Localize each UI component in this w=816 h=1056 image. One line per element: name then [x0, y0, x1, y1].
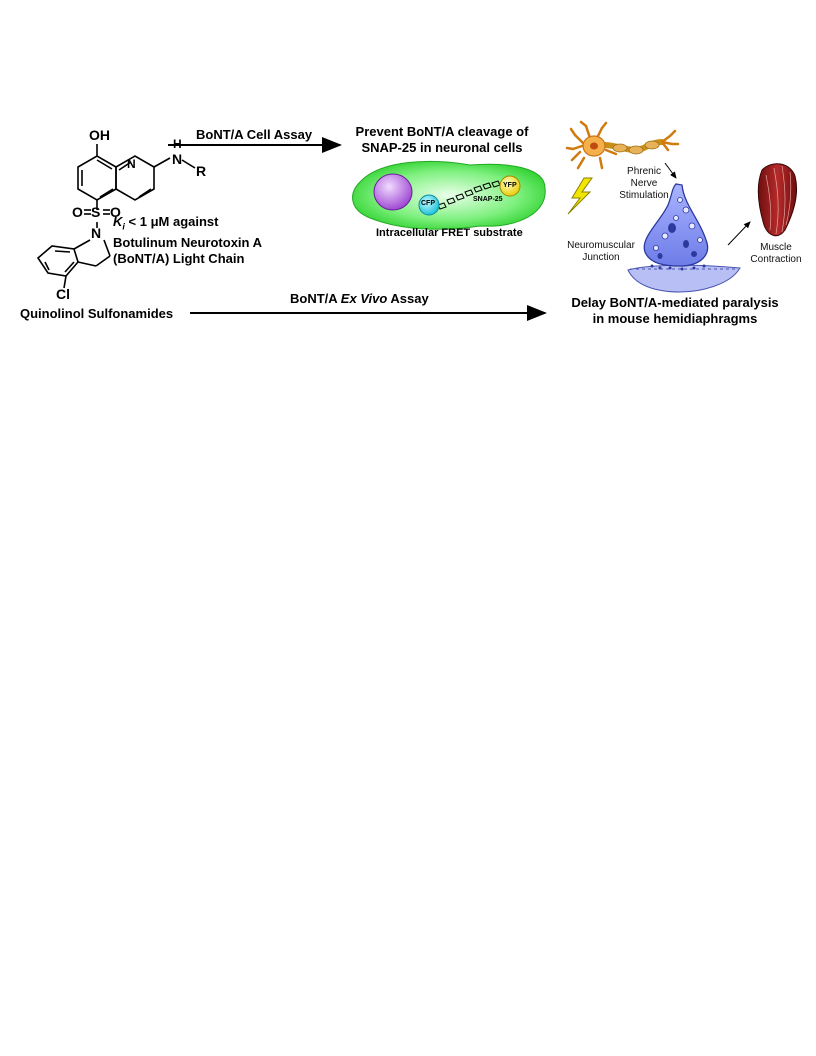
ex-vivo-label-italic: Ex Vivo: [340, 291, 388, 306]
nerve-terminal-illustration: [627, 183, 741, 293]
ki-line2: Botulinum Neurotoxin A: [113, 234, 263, 250]
compound-class-label: Quinolinol Sulfonamides: [20, 306, 174, 321]
ex-vivo-label-pre: BoNT/A: [290, 291, 341, 306]
yfp-label: YFP: [503, 182, 517, 189]
muscle-illustration: [757, 163, 798, 237]
cell-assay-result-line1: Prevent BoNT/A cleavage of: [355, 124, 529, 139]
yfp-fluorophore: [499, 175, 521, 197]
cfp-label: CFP: [421, 200, 435, 207]
quinoline-pyridine-ring: [115, 155, 155, 201]
ki-symbol: K: [113, 214, 123, 229]
muscle-line2: Contraction: [750, 254, 802, 265]
neuron-nucleus: [590, 142, 598, 150]
junction-label: Neuromuscular Junction: [564, 240, 638, 264]
indoline-benzene-ring: [36, 245, 79, 277]
atom-o-left: O: [72, 204, 83, 220]
snap25-label: SNAP-25: [473, 196, 503, 203]
phrenic-label: Phrenic Nerve Stimulation: [612, 166, 676, 202]
quinoline-benzo-ring: [77, 155, 117, 201]
ex-vivo-result: Delay BoNT/A-mediated paralysis in mouse…: [560, 295, 790, 327]
myelin-segments: [612, 140, 660, 155]
ki-annotation: Ki < 1 μM against Botulinum Neurotoxin A…: [113, 214, 262, 267]
phrenic-line2: Nerve: [630, 178, 658, 189]
cell-assay-result: Prevent BoNT/A cleavage of SNAP-25 in ne…: [352, 124, 532, 156]
contraction-arrow: [727, 221, 751, 246]
ki-subscript: i: [122, 221, 125, 232]
ex-vivo-result-line2: in mouse hemidiaphragms: [592, 311, 758, 326]
cell-assay-result-line2: SNAP-25 in neuronal cells: [361, 140, 523, 155]
atom-oh: OH: [89, 127, 110, 143]
ki-line3: (BoNT/A) Light Chain: [113, 250, 245, 266]
muscle-line1: Muscle: [760, 242, 792, 253]
atom-n-ring: N: [127, 157, 136, 171]
atom-n-indoline: N: [91, 225, 102, 241]
atom-nh-h: H: [173, 137, 182, 151]
stimulation-arrow: [664, 162, 677, 179]
atom-cl: Cl: [56, 286, 70, 302]
phrenic-line1: Phrenic: [627, 166, 661, 177]
atom-nh-n: N: [172, 151, 183, 167]
muscle-label: Muscle Contraction: [744, 242, 808, 266]
ki-line1: Ki < 1 μM against: [113, 214, 262, 235]
quinolinol-sulfonamide-structure: [36, 144, 196, 289]
ki-value: < 1 μM against: [124, 214, 219, 229]
bont-light-chain-protein: [373, 173, 413, 211]
ex-vivo-label: BoNT/A Ex Vivo Assay: [290, 291, 429, 306]
junction-line1: Neuromuscular: [567, 240, 635, 251]
fret-caption: Intracellular FRET substrate: [376, 227, 523, 239]
ex-vivo-label-post: Assay: [387, 291, 429, 306]
atom-r: R: [196, 163, 207, 179]
cell-assay-label: BoNT/A Cell Assay: [196, 127, 313, 142]
ex-vivo-result-line1: Delay BoNT/A-mediated paralysis: [571, 295, 779, 310]
cfp-fluorophore: [418, 194, 440, 216]
atom-s: S: [91, 204, 101, 220]
phrenic-line3: Stimulation: [619, 190, 669, 201]
junction-line2: Junction: [582, 252, 620, 263]
lightning-bolt-icon: [567, 177, 593, 215]
neuronal-cell-illustration: [352, 160, 546, 230]
atom-o-right: O: [110, 204, 121, 220]
